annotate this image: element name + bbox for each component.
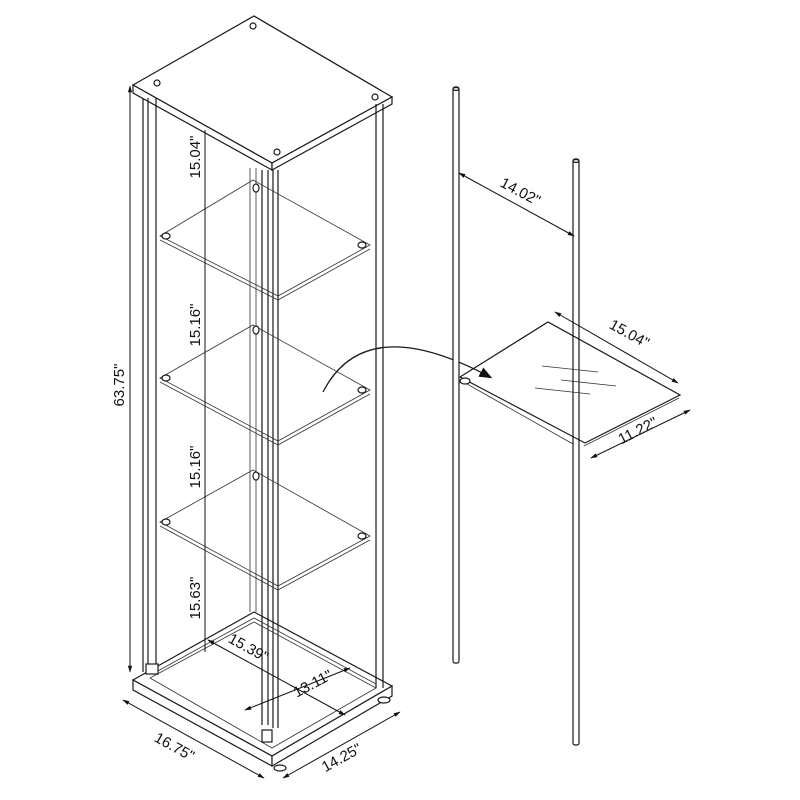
base-depth-label: 16.75" <box>151 729 197 765</box>
shelf-spacing-1-label: 15.04" <box>187 136 204 179</box>
interior-depth-label: 15.39" <box>225 630 271 666</box>
base-width-label: 14.25" <box>319 740 365 776</box>
post-right <box>572 158 580 746</box>
post-left <box>452 86 460 664</box>
cabinet-posts <box>142 98 384 728</box>
detail-glass-shelf <box>458 321 682 444</box>
post-spacing-label: 14.02" <box>497 174 543 209</box>
curved-arrow-icon <box>322 346 493 393</box>
glass-shelves <box>159 179 371 591</box>
shelf-length-label: 15.04" <box>606 316 652 352</box>
shelf-spacing-4-label: 15.63" <box>187 577 204 620</box>
interior-width-label: 13.11" <box>290 667 335 702</box>
cabinet-top <box>131 15 394 172</box>
overall-height-label: 63.75" <box>111 364 128 407</box>
shelf-spacing-2-label: 15.16" <box>187 304 204 347</box>
shelf-spacing-3-label: 15.16" <box>187 446 204 489</box>
shelf-detail <box>452 86 682 746</box>
